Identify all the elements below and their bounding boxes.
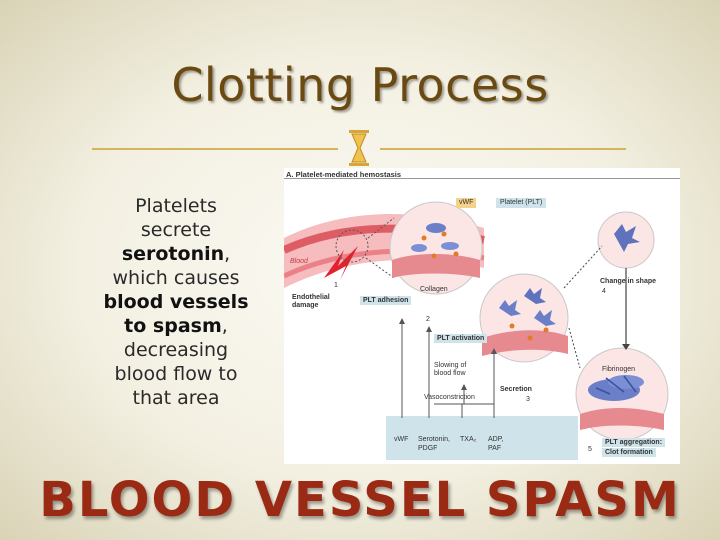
body-line: which causes bbox=[112, 267, 240, 289]
label-secretion: Secretion bbox=[500, 386, 532, 393]
label-change-in-shape: Change in shape bbox=[600, 278, 657, 285]
label-platelet: Platelet (PLT) bbox=[496, 198, 547, 208]
label-plt-adhesion: PLT adhesion bbox=[360, 296, 412, 305]
label-adp: ADP, bbox=[488, 436, 504, 443]
step-number-2: 2 bbox=[426, 316, 430, 323]
step-number-1: 1 bbox=[334, 282, 338, 289]
label-blood: Blood bbox=[290, 258, 308, 265]
label-vwf-bottom: vWF bbox=[394, 436, 409, 443]
label-clot-formation: Clot formation bbox=[602, 448, 656, 457]
body-line: blood flow to bbox=[114, 363, 238, 385]
title-divider-left bbox=[92, 148, 338, 150]
emphasis-blood-vessels: blood vessels bbox=[103, 291, 249, 313]
label-paf: PAF bbox=[488, 445, 502, 452]
title-divider-right bbox=[380, 148, 626, 150]
body-paragraph: Platelets secrete serotonin, which cause… bbox=[76, 194, 276, 410]
label-vwf-tag: vWF bbox=[456, 198, 477, 208]
label-txa2: TXA₂ bbox=[460, 436, 477, 443]
label-serotonin: Serotonin, bbox=[418, 436, 450, 443]
label-fibrinogen: Fibrinogen bbox=[602, 366, 636, 373]
body-line: blood vessels bbox=[76, 290, 276, 314]
slide-title: Clotting Process bbox=[171, 58, 549, 112]
body-line: to spasm, bbox=[76, 314, 276, 338]
label-collagen: Collagen bbox=[420, 286, 448, 293]
label-pdgf: PDGF bbox=[418, 445, 438, 452]
label-plt-aggregation: PLT aggregation: bbox=[602, 438, 666, 447]
label-vasoconstriction: Vasoconstriction bbox=[424, 394, 475, 401]
figure-title: A. Platelet-mediated hemostasis bbox=[286, 170, 402, 179]
label-slowing: Slowing of bbox=[434, 362, 467, 369]
hemostasis-illustration bbox=[284, 168, 680, 464]
emphasis-spasm: to spasm bbox=[124, 315, 222, 337]
body-line: Platelets bbox=[135, 195, 217, 217]
bottom-heading: BLOOD VESSEL SPASM bbox=[39, 472, 681, 528]
punctuation: , bbox=[221, 315, 228, 337]
step-number-3: 3 bbox=[526, 396, 530, 403]
emphasis-serotonin: serotonin bbox=[121, 243, 225, 265]
body-line: that area bbox=[132, 387, 220, 409]
body-line: decreasing bbox=[123, 339, 229, 361]
label-plt-activation: PLT activation bbox=[434, 334, 488, 343]
body-line: secrete bbox=[140, 219, 212, 241]
label-blood-flow: blood flow bbox=[434, 370, 466, 377]
step-number-5: 5 bbox=[588, 446, 592, 453]
punctuation: , bbox=[224, 243, 231, 265]
body-line: serotonin, bbox=[76, 242, 276, 266]
label-endothelial: Endothelial bbox=[292, 294, 330, 301]
hemostasis-figure: A. Platelet-mediated hemostasis vWF Plat… bbox=[284, 168, 680, 464]
label-damage: damage bbox=[292, 302, 319, 309]
hourglass-icon bbox=[349, 130, 369, 166]
step-number-4: 4 bbox=[602, 288, 606, 295]
